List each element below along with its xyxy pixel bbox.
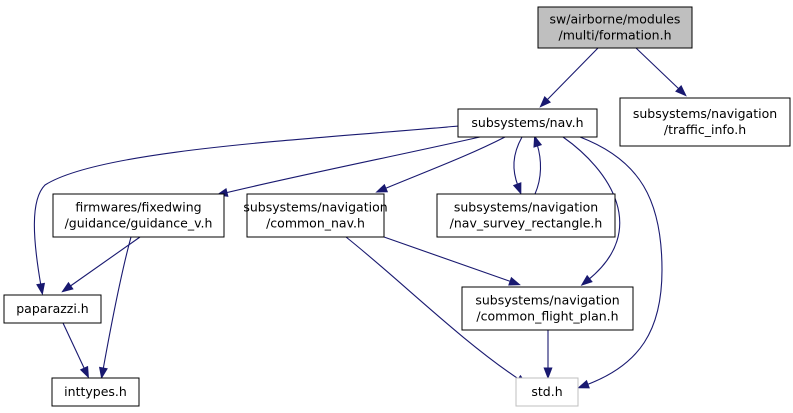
arrowhead-flight_plan-to-std <box>543 367 553 380</box>
edge-nav-to-common_nav <box>383 136 506 190</box>
arrowhead-survey-to-nav <box>533 135 543 148</box>
arrowhead-nav-to-survey <box>512 182 522 195</box>
node-label-formation-line-1: /multi/formation.h <box>558 28 671 43</box>
node-label-traffic-line-1: /traffic_info.h <box>664 122 746 137</box>
edge-guidance-to-inttypes <box>102 236 132 371</box>
node-common_nav[interactable]: subsystems/navigation/common_nav.h <box>243 193 388 238</box>
node-label-common_nav-line-0: subsystems/navigation <box>243 200 387 215</box>
node-survey[interactable]: subsystems/navigation/nav_survey_rectang… <box>436 193 616 238</box>
node-label-inttypes-line-0: inttypes.h <box>64 384 127 399</box>
node-box-nav <box>457 108 598 138</box>
edge-paparazzi-to-inttypes <box>62 322 86 371</box>
edge-common_nav-to-std <box>345 236 521 381</box>
node-label-traffic-line-0: subsystems/navigation <box>633 106 777 121</box>
edge-nav-to-guidance <box>224 136 481 194</box>
edge-common_nav-to-flight_plan <box>383 236 513 283</box>
node-label-guidance-line-0: firmwares/fixedwing <box>75 200 201 215</box>
node-paparazzi[interactable]: paparazzi.h <box>3 294 102 324</box>
arrowhead-guidance-to-inttypes <box>98 366 108 380</box>
edge-nav-to-flight_plan <box>562 136 621 281</box>
node-nav[interactable]: subsystems/nav.h <box>457 108 598 138</box>
arrowhead-paparazzi-to-inttypes <box>79 365 89 379</box>
arrowhead-formation-to-nav <box>539 96 551 108</box>
node-std: std.h <box>515 377 579 407</box>
arrowhead-nav-to-common_nav <box>375 183 389 193</box>
node-box-guidance <box>52 193 225 238</box>
node-label-formation-line-0: sw/airborne/modules <box>550 12 681 27</box>
node-formation[interactable]: sw/airborne/modules/multi/formation.h <box>537 6 693 49</box>
node-label-flight_plan-line-1: /common_flight_plan.h <box>476 309 618 324</box>
node-flight_plan[interactable]: subsystems/navigation/common_flight_plan… <box>461 286 634 331</box>
node-label-std-line-0: std.h <box>531 384 562 399</box>
edge-formation-to-traffic <box>635 47 681 91</box>
node-guidance[interactable]: firmwares/fixedwing/guidance/guidance_v.… <box>52 193 225 238</box>
node-label-guidance-line-1: /guidance/guidance_v.h <box>65 216 213 231</box>
node-box-traffic <box>619 97 791 147</box>
node-label-paparazzi-line-0: paparazzi.h <box>16 301 88 316</box>
node-label-nav-line-0: subsystems/nav.h <box>471 115 583 130</box>
node-box-inttypes <box>51 377 140 407</box>
node-inttypes[interactable]: inttypes.h <box>51 377 140 407</box>
node-box-flight_plan <box>461 286 634 331</box>
node-traffic[interactable]: subsystems/navigation/traffic_info.h <box>619 97 791 147</box>
node-box-common_nav <box>246 193 385 238</box>
arrowhead-nav-to-std <box>577 379 590 389</box>
edge-guidance-to-paparazzi <box>68 236 141 288</box>
edge-nav-to-std <box>579 136 663 386</box>
edge-nav-to-paparazzi <box>33 125 460 287</box>
arrowhead-nav-to-flight_plan <box>580 274 593 286</box>
arrowhead-guidance-to-paparazzi <box>61 281 74 293</box>
node-label-flight_plan-line-0: subsystems/navigation <box>475 293 619 308</box>
node-box-formation <box>537 6 693 49</box>
edge-nav-to-survey <box>513 136 523 187</box>
edge-survey-to-nav <box>534 143 542 195</box>
node-box-survey <box>436 193 616 238</box>
nodes-layer: sw/airborne/modules/multi/formation.h sub… <box>3 6 791 407</box>
node-box-paparazzi <box>3 294 102 324</box>
arrowhead-nav-to-paparazzi <box>36 282 46 296</box>
node-label-survey-line-1: /nav_survey_rectangle.h <box>450 216 603 231</box>
node-label-common_nav-line-1: /common_nav.h <box>266 216 365 231</box>
arrowhead-formation-to-traffic <box>675 85 687 97</box>
node-label-survey-line-0: subsystems/navigation <box>454 200 598 215</box>
arrowhead-common_nav-to-flight_plan <box>508 276 521 286</box>
node-box-std <box>515 377 579 407</box>
edge-formation-to-nav <box>545 47 599 102</box>
